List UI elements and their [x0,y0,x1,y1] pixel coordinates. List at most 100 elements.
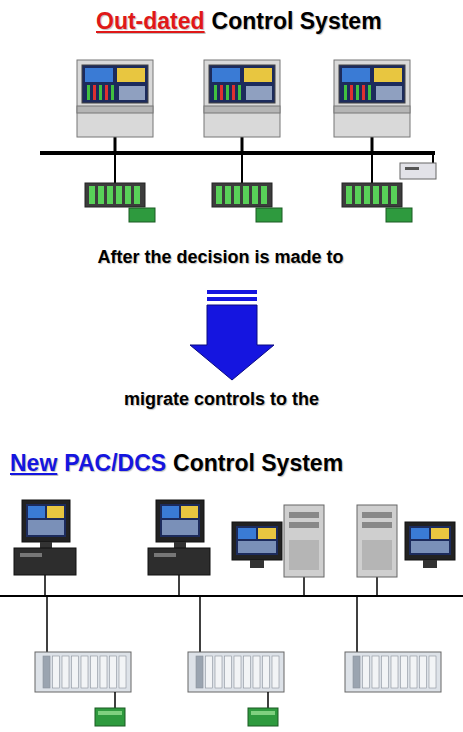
io-module [91,656,98,688]
controller-module [107,186,113,204]
heading-text: Control System [212,8,382,34]
controller-module [391,186,397,204]
caption-text: After the decision is made to [97,247,343,267]
caption-text: migrate controls to the [124,389,319,409]
console-screen [209,65,275,103]
screen-panel [411,528,429,539]
screen-panel [238,528,256,539]
down-arrow [190,290,274,380]
controller-module [98,186,104,204]
drive-bay [362,522,392,528]
screen-bar [111,85,114,100]
printer-slot [405,167,419,170]
terminal-board [248,708,278,726]
drop-line [356,596,358,652]
drop-line [44,575,46,596]
console-shelf [204,106,280,113]
monitor-screen [160,504,200,537]
io-module [53,656,60,688]
text-row: NewPAC/DCSControl System [10,450,350,477]
screen-panel [342,68,370,82]
drop-line [303,577,305,596]
screen-panel [162,520,198,535]
console-cabinet [204,60,280,137]
io-module [244,656,251,688]
controller-module [373,186,379,204]
monitor-stand [423,560,437,568]
monitor-stand [174,542,186,548]
io-module [100,656,107,688]
io-module [391,656,398,688]
controller-module [364,186,370,204]
io-module [382,656,389,688]
io-module [253,656,260,688]
drop-line [199,596,201,652]
drop-line [371,153,373,183]
controller-module [216,186,222,204]
io-module [363,656,370,688]
screen-panel [119,86,145,100]
tower-grille [362,540,392,570]
screen-panel [162,506,179,518]
screen-bar [93,85,96,100]
screen-panel [411,541,449,553]
text-row: migrate controls to the [124,389,326,410]
io-module [62,656,69,688]
outdated-system [40,60,436,222]
screen-panel [28,520,64,535]
terminal-strip [98,711,122,715]
network-bus [40,151,435,155]
io-module [206,656,213,688]
io-module [119,656,126,688]
io-module [81,656,88,688]
console-shelf [334,106,410,113]
screen-bar [362,85,365,100]
drive-bay [362,512,392,518]
io-module [215,656,222,688]
io-module [234,656,241,688]
screen-bar [238,85,241,100]
drive-bay [289,522,319,528]
wire [114,692,116,708]
drop-line [376,577,378,596]
io-module [272,656,279,688]
monitor [232,522,282,560]
console-cabinet [334,60,410,137]
terminal-board [386,208,412,222]
controller-module [225,186,231,204]
pac-rack [345,652,441,692]
controller-module [116,186,122,204]
arrow-stripe [207,297,257,301]
controller-module [355,186,361,204]
tower-case [284,505,324,577]
screen-panel [85,68,113,82]
text-row: Out-datedControl System [96,8,389,35]
pac-rack [188,652,284,692]
controller-rack [212,183,272,207]
controller-rack [85,183,145,207]
controller-module [89,186,95,204]
io-module [196,656,203,688]
controller-rack [342,183,402,207]
terminal-board [256,208,282,222]
io-module [353,656,360,688]
desktop-case [148,548,210,575]
controller-module [243,186,249,204]
screen-panel [181,506,198,518]
console-cabinet [77,60,153,137]
io-module [420,656,427,688]
screen-bar [99,85,102,100]
drop-line [114,136,117,153]
controller-module [382,186,388,204]
controller-module [125,186,131,204]
controller-module [346,186,352,204]
screen-bar [232,85,235,100]
new-system [0,500,463,726]
controller-module [134,186,140,204]
screen-panel [28,506,45,518]
terminal-strip [251,711,275,715]
text-row: After the decision is made to [97,247,350,268]
heading-text: New [10,450,57,476]
io-module [372,656,379,688]
